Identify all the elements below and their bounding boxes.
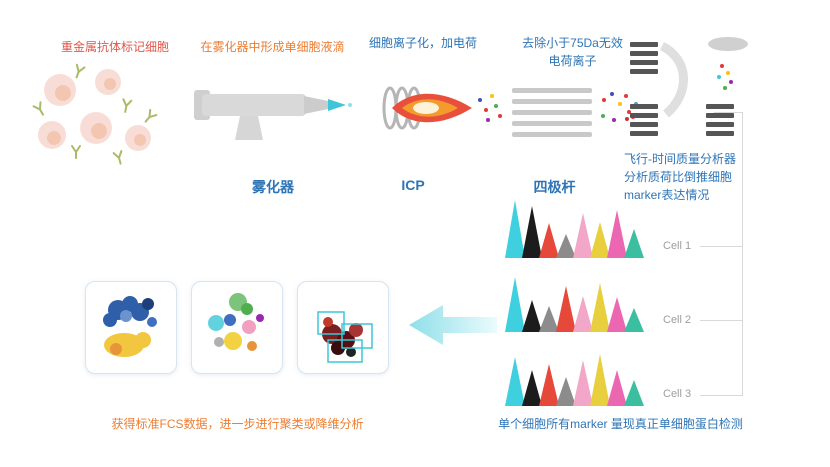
spectrum-peak <box>573 213 593 258</box>
tof-ion-dots <box>717 64 733 90</box>
labeled-cells-illustration <box>32 63 158 165</box>
cluster-plot-3 <box>297 281 389 374</box>
spectrum-peak <box>624 380 644 406</box>
flow-arrow <box>409 305 497 345</box>
spectrum-peak <box>590 283 610 332</box>
spectrum-peak <box>539 306 559 332</box>
spectrum-peak <box>505 277 525 332</box>
caption-quadrupole: 去除小于75Da无效 电荷离子 <box>522 36 623 68</box>
droplet-tip <box>328 99 346 111</box>
spectrum-peak <box>573 360 593 406</box>
cell-2-label: Cell 2 <box>663 314 692 326</box>
cluster-plot-2 <box>191 281 283 374</box>
connector-cell-1 <box>700 246 742 247</box>
quadrupole-illustration <box>512 88 592 137</box>
mass-spectrum-row-1 <box>505 198 644 258</box>
mass-spectrum-row-3 <box>505 346 644 406</box>
spectrum-peak <box>539 223 559 258</box>
ion-dots <box>478 94 502 122</box>
spectrum-peak <box>556 234 576 258</box>
cell-1-label: Cell 1 <box>663 240 692 252</box>
detector-mirror <box>708 37 748 51</box>
label-nebulizer: 雾化器 <box>252 179 294 195</box>
cluster-plot-1 <box>85 281 177 374</box>
spectrum-peak <box>556 377 576 406</box>
spectrum-peak <box>590 222 610 258</box>
spectrum-peak <box>624 308 644 332</box>
cell-3-label: Cell 3 <box>663 388 692 400</box>
connector-vertical <box>742 112 743 396</box>
connector-cell-2 <box>700 320 742 321</box>
caption-ionization: 细胞离子化，加电荷 <box>368 36 477 50</box>
spectrum-peak <box>505 200 525 258</box>
spectrum-peak <box>505 357 525 406</box>
tof-analyzer-illustration <box>630 37 748 136</box>
connector-top <box>714 112 742 113</box>
ion-path <box>659 41 688 118</box>
caption-nebulizer: 在雾化器中形成单细胞液滴 <box>200 40 345 54</box>
nebulizer-illustration <box>194 90 352 140</box>
caption-tof: 飞行-时间质量分析器 分析质荷比倒推细胞 marker表达情况 <box>624 152 736 202</box>
label-icp: ICP <box>401 177 425 193</box>
spectrum-peak <box>607 210 627 258</box>
spectrum-peak <box>539 364 559 406</box>
antibody-icons <box>32 63 158 165</box>
spectrum-peak <box>522 370 542 406</box>
spectrum-peak <box>522 300 542 332</box>
mass-spectrum-row-2 <box>505 272 644 332</box>
spectrum-peak <box>607 297 627 332</box>
caption-single-cell-detection: 单个细胞所有marker 量现真正单细胞蛋白检测 <box>498 417 743 431</box>
spectrum-peak <box>624 229 644 258</box>
spectrum-peak <box>556 286 576 332</box>
connector-cell-3 <box>700 395 742 396</box>
spectrum-peak <box>522 206 542 258</box>
spectrum-peak <box>607 370 627 406</box>
spectrum-peak <box>590 354 610 406</box>
caption-labeled-cells: 重金属抗体标记细胞 <box>60 40 169 54</box>
caption-fcs-analysis: 获得标准FCS数据，进一步进行聚类或降维分析 <box>111 417 364 431</box>
gating-boxes <box>317 311 373 363</box>
label-quadrupole: 四极杆 <box>533 179 576 195</box>
spectrum-peak <box>573 296 593 332</box>
icp-torch-illustration <box>382 86 502 130</box>
